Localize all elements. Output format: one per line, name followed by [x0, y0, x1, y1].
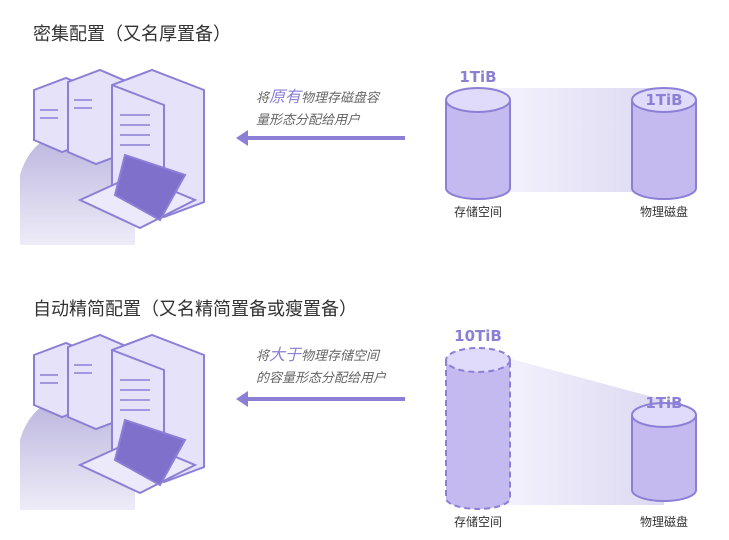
disk-label: 物理磁盘: [639, 515, 688, 529]
storage-cylinder-dashed: [445, 347, 511, 510]
arrow-left-icon: [236, 130, 405, 407]
servers-illustration: [19, 334, 205, 511]
disk-size: 1TiB: [645, 91, 683, 109]
storage-size: 10TiB: [454, 327, 502, 345]
storage-label: 存储空间: [453, 515, 502, 529]
desc-highlight: 原有: [269, 87, 302, 106]
disk-cylinder: [631, 87, 697, 200]
desc-highlight: 大于: [269, 345, 302, 364]
storage-label: 存储空间: [453, 205, 502, 219]
disk-label: 物理磁盘: [639, 205, 688, 219]
desc-text: 的容量形态分配给用户: [256, 371, 387, 386]
description: 将原有物理存磁盘容 量形态分配给用户: [256, 86, 379, 132]
servers-illustration: [19, 69, 205, 246]
disk-cylinder: [631, 402, 697, 502]
section-title: 密集配置（又名厚置备）: [33, 24, 231, 45]
description: 将大于物理存储空间 的容量形态分配给用户: [256, 344, 386, 390]
storage-size: 1TiB: [459, 68, 497, 86]
desc-text: 将: [256, 91, 270, 106]
desc-text: 物理存磁盘容: [301, 91, 380, 106]
desc-text: 物理存储空间: [301, 349, 380, 364]
section-title: 自动精简配置（又名精简置备或瘦置备）: [33, 299, 357, 320]
desc-text: 量形态分配给用户: [256, 113, 361, 128]
desc-text: 将: [256, 349, 270, 364]
disk-size: 1TiB: [645, 394, 683, 412]
storage-cylinder: [445, 87, 511, 200]
